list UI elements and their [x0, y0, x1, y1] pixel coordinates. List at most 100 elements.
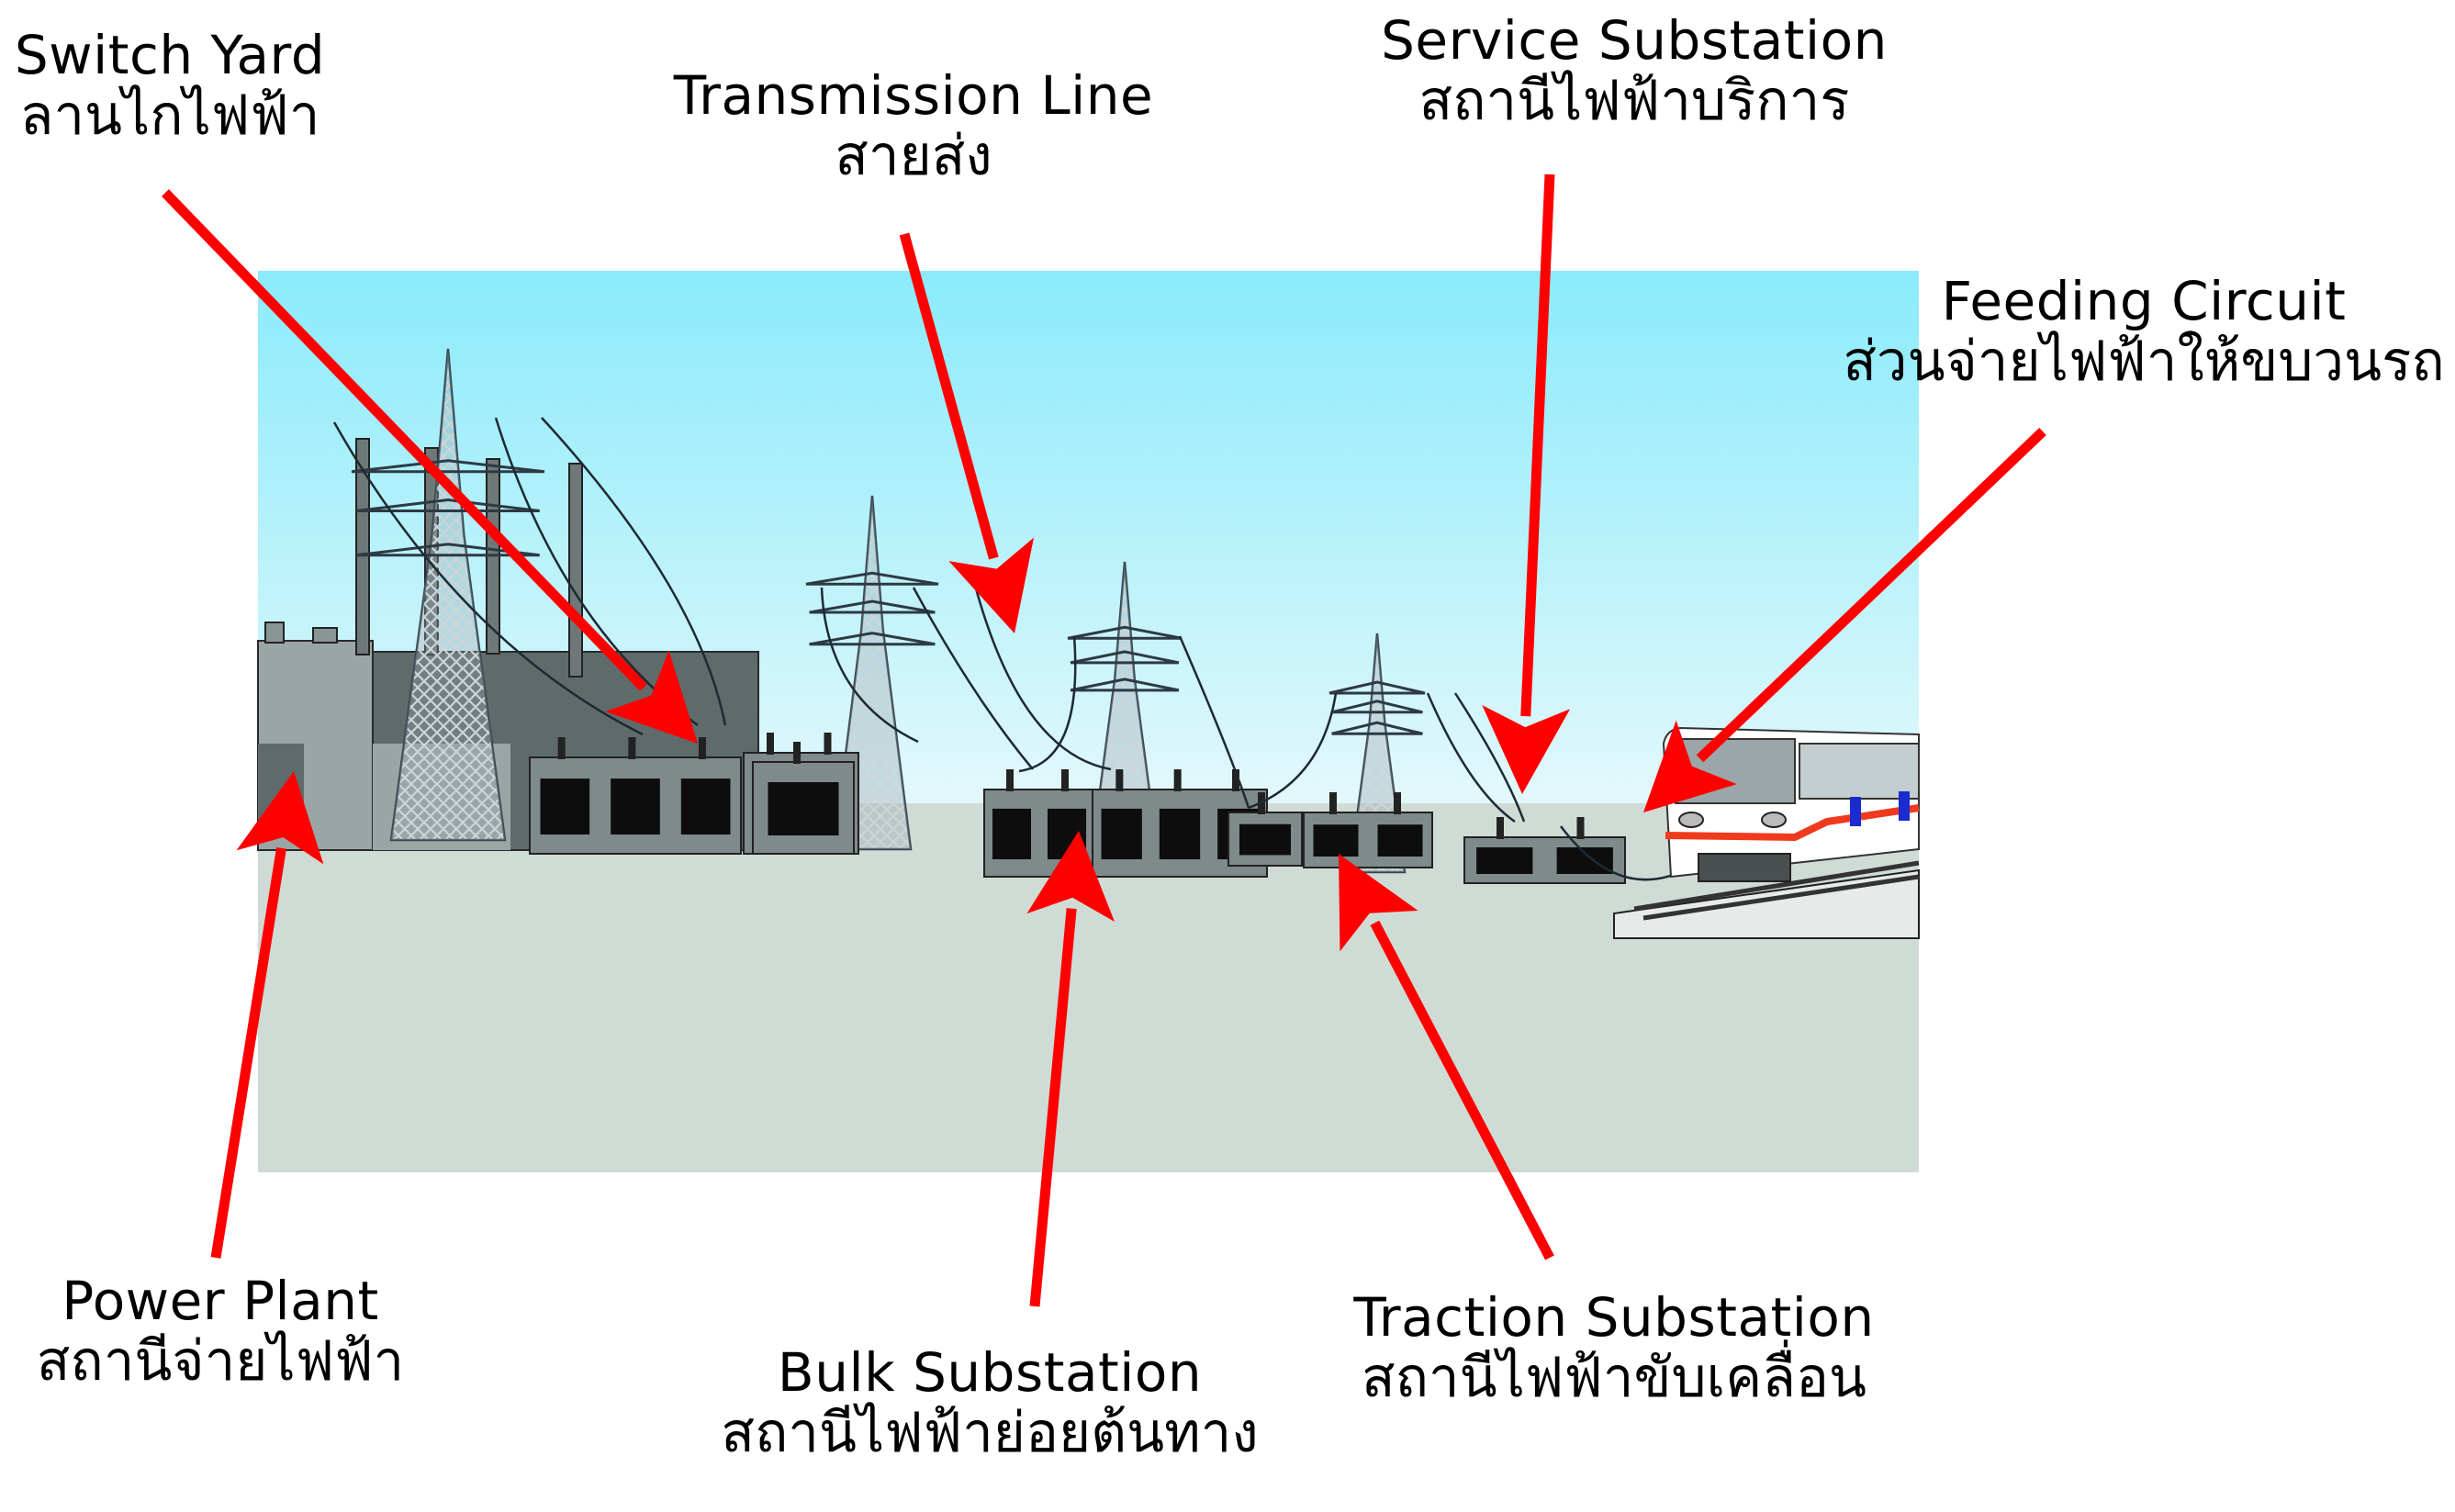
- label-th: สถานีไฟฟ้าย่อยต้นทาง: [721, 1400, 1259, 1465]
- label-en: Service Substation: [1381, 9, 1888, 72]
- train-door-blue: [1850, 797, 1861, 826]
- tower-crossarm: [1070, 678, 1180, 692]
- transformer-core: [1159, 808, 1201, 859]
- label-en: Switch Yard: [14, 24, 326, 86]
- bushing: [824, 733, 832, 755]
- transformer: [1228, 792, 1303, 867]
- arrow-switch-yard: [162, 189, 698, 744]
- arrow-shaft: [1370, 920, 1554, 1260]
- arrow-shaft: [162, 189, 647, 691]
- arrow-power-plant: [210, 771, 324, 1259]
- transformer-core: [1313, 824, 1359, 857]
- tower-crossarm: [809, 632, 936, 646]
- transformer-core: [540, 778, 590, 834]
- arrow-head: [605, 650, 698, 744]
- transformer: [752, 742, 855, 855]
- tower-crossarm: [356, 543, 540, 557]
- transformer-core: [1556, 847, 1613, 874]
- transformer-core: [992, 808, 1031, 859]
- label-en: Power Plant: [62, 1270, 379, 1332]
- transformer-core: [611, 778, 660, 834]
- bushing: [1232, 769, 1239, 791]
- label-en: Transmission Line: [673, 64, 1154, 127]
- label-transmission-line: Transmission Line สายส่ง: [674, 66, 1154, 187]
- tower-crossarm: [351, 459, 545, 474]
- tower-crossarm: [1067, 625, 1183, 640]
- bushing: [1061, 769, 1069, 791]
- label-th: ส่วนจ่ายไฟฟ้าให้ขบวนรถ: [1843, 329, 2445, 394]
- arrow-head: [1482, 704, 1571, 794]
- arrow-shaft: [1029, 908, 1077, 1307]
- transformer-core: [1239, 823, 1291, 856]
- transformer: [983, 769, 1095, 878]
- bushing: [628, 737, 636, 759]
- label-service-substation: Service Substation สถานีไฟฟ้าบริการ: [1381, 11, 1888, 132]
- transformer: [1303, 792, 1433, 868]
- tower-crossarm: [809, 599, 936, 614]
- label-feeding-circuit: Feeding Circuit ส่วนจ่ายไฟฟ้าให้ขบวนรถ: [1843, 272, 2444, 393]
- train-headlight: [1761, 812, 1787, 828]
- bushing: [699, 737, 706, 759]
- label-en: Traction Substation: [1353, 1286, 1875, 1349]
- label-traction-substation: Traction Substation สถานีไฟฟ้าขับเคลื่อน: [1353, 1288, 1874, 1409]
- arrow-shaft: [210, 847, 286, 1259]
- transformer-core: [768, 782, 839, 835]
- arrow-shaft: [899, 232, 999, 560]
- arrow-shaft: [1696, 428, 2046, 763]
- roof-vent: [312, 627, 338, 644]
- bushing: [557, 737, 566, 759]
- label-th: สายส่ง: [835, 123, 992, 188]
- label-power-plant: Power Plant สถานีจ่ายไฟฟ้า: [37, 1271, 405, 1393]
- bushing: [1006, 769, 1014, 791]
- transformer-core: [1377, 824, 1423, 857]
- tower-crossarm: [1331, 721, 1423, 735]
- bushing: [767, 733, 774, 755]
- transformer-core: [1476, 847, 1533, 874]
- bushing: [793, 742, 801, 764]
- arrow-head: [1339, 854, 1418, 952]
- arrow-feeding-circuit: [1643, 428, 2046, 812]
- arrow-bulk-substation: [1026, 831, 1115, 1307]
- label-th: สถานีจ่ายไฟฟ้า: [36, 1328, 405, 1394]
- label-th: สถานีไฟฟ้าขับเคลื่อน: [1361, 1345, 1867, 1410]
- transformer: [529, 737, 742, 855]
- train: [1613, 726, 1920, 939]
- transformer-core: [1101, 808, 1142, 859]
- label-bulk-substation: Bulk Substation สถานีไฟฟ้าย่อยต้นทาง: [721, 1343, 1258, 1464]
- label-en: Bulk Substation: [777, 1341, 1203, 1404]
- arrow-head: [1026, 831, 1115, 923]
- tower-crossarm: [356, 498, 540, 513]
- tower-crossarm: [1328, 680, 1426, 695]
- bushing: [1173, 769, 1182, 791]
- tower-crossarm: [1331, 700, 1423, 714]
- chimney: [568, 463, 583, 678]
- bushing: [1576, 817, 1585, 839]
- tower-fill: [391, 349, 505, 840]
- tower-crossarm: [805, 571, 939, 586]
- label-th: ลานไกไฟฟ้า: [19, 83, 320, 148]
- bushing: [1115, 769, 1124, 791]
- train-stripe-red: [1665, 804, 1920, 842]
- transmission-wires: [332, 417, 1681, 881]
- arrow-head: [948, 537, 1035, 633]
- label-en: Feeding Circuit: [1941, 270, 2347, 332]
- bushing: [1497, 817, 1504, 839]
- label-switch-yard: Switch Yard ลานไกไฟฟ้า: [15, 26, 325, 147]
- arrow-transmission-line: [899, 232, 1035, 633]
- transformer-core: [680, 778, 731, 834]
- arrow-head: [236, 771, 324, 865]
- roof-vent: [264, 622, 285, 644]
- tower-crossarm: [1070, 650, 1180, 665]
- train-door-blue: [1899, 791, 1910, 821]
- callout-arrows: [162, 174, 2046, 1307]
- bushing: [1329, 792, 1337, 814]
- train-bogie: [1698, 853, 1791, 882]
- train-headlight: [1678, 812, 1704, 828]
- label-th: สถานีไฟฟ้าบริการ: [1418, 68, 1850, 133]
- arrow-service-substation: [1482, 174, 1571, 794]
- bushing: [1394, 792, 1401, 814]
- arrow-traction-substation: [1339, 854, 1554, 1260]
- chimney: [355, 438, 370, 655]
- arrow-head: [1643, 720, 1737, 812]
